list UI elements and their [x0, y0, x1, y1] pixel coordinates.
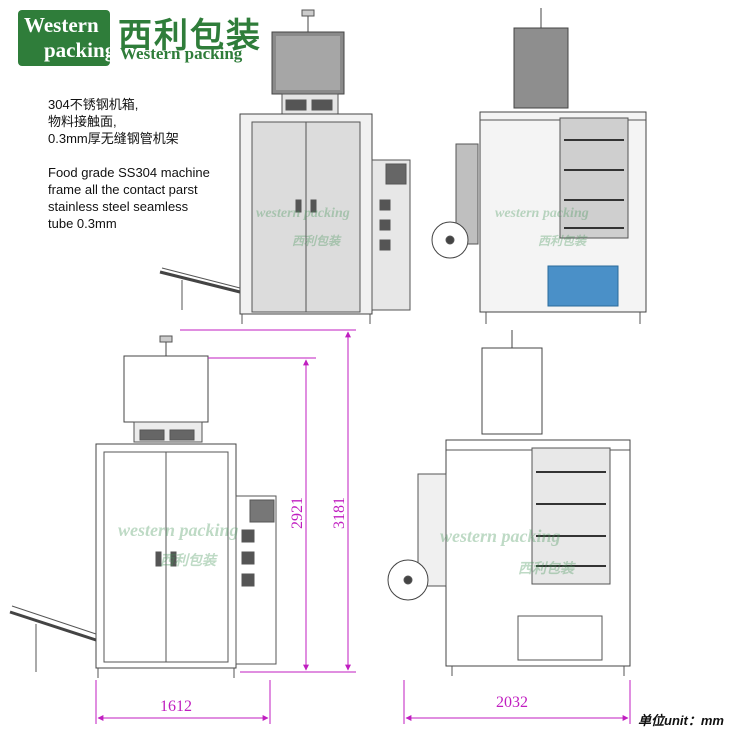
front-view-small [159, 9, 411, 324]
dimension-label-1612: 1612 [160, 698, 192, 715]
watermark-en-3: western packing [118, 520, 239, 540]
logo-box-line1: Western [24, 13, 99, 37]
spec-cn-line-1: 304不锈钢机箱, [48, 97, 139, 112]
watermark-en-2: western packing [495, 206, 589, 221]
watermark-cn-1: 西利包装 [292, 234, 341, 248]
watermark-cn-2: 西利包装 [538, 234, 587, 248]
unit-label: 单位unit：mm [638, 713, 724, 728]
spec-cn-line-2: 物料接触面, [48, 114, 117, 129]
side-view-large [387, 330, 631, 676]
watermark-en-1: western packing [256, 206, 350, 221]
logo-chinese-name: 西利包装 [118, 16, 262, 56]
watermark-cn-3: 西利包装 [160, 554, 216, 569]
watermark-cn-4: 西利包装 [518, 562, 574, 577]
spec-en-line-4: tube 0.3mm [48, 216, 117, 231]
spec-cn-line-3: 0.3mm厚无缝钢管机架 [48, 131, 179, 146]
dimension-lines [95, 329, 631, 724]
dimension-label-3181: 3181 [331, 497, 348, 529]
spec-en-line-3: stainless steel seamless [48, 199, 189, 214]
front-view-large [9, 335, 277, 678]
logo-english-name: Western packing [120, 44, 243, 63]
logo-box-line2: packing [44, 38, 116, 62]
brand-logo-box: Western packing [18, 10, 116, 66]
spec-en-line-1: Food grade SS304 machine [48, 165, 210, 180]
dimension-label-2032: 2032 [496, 694, 528, 711]
dimension-label-2921: 2921 [289, 497, 306, 529]
side-view-small [431, 8, 647, 324]
watermark-en-4: western packing [440, 526, 561, 546]
spec-en-line-2: frame all the contact parst [48, 182, 198, 197]
